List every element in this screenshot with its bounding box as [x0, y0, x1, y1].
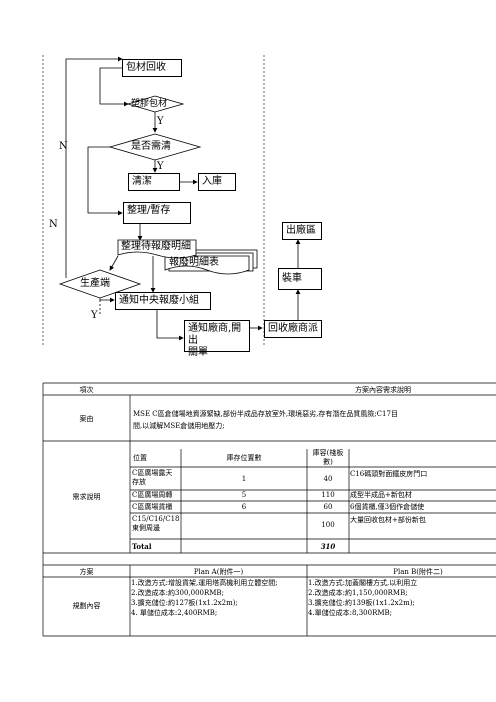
row4-location: C15/C16/C18 東側周邊 [132, 515, 180, 532]
plan-a-line3: 3.擴充儲位:約127板(1x1.2x2m); [131, 599, 238, 607]
node-exit-factory: 出廠區 [282, 222, 322, 240]
col-header-capacity: 庫容(棧板 數) [312, 449, 344, 466]
total-label: Total [132, 542, 152, 551]
node-notify-vendor: 通知廠商,開出 關單 [184, 320, 250, 358]
node-pallet-packaging: 塑膠包材 [131, 99, 168, 109]
row1-capacity: 40 [323, 475, 333, 483]
reason-label: 案由 [79, 415, 94, 423]
plan-b-line1: 1.改造方式:加蓋閣樓方式,以利用立 [308, 579, 418, 587]
row1-positions: 1 [241, 475, 247, 483]
row4-capacity: 100 [321, 521, 335, 529]
node-vendor-recycle: 回收廠商派 [264, 320, 322, 338]
node-clean: 清潔 [128, 173, 180, 191]
table-header-item: 項次 [79, 386, 94, 394]
row3-note: 6個貨櫃,僅3個作倉儲使 [350, 503, 425, 511]
plan-b-title: Plan B(附件二) [393, 568, 443, 576]
row2-capacity: 110 [321, 491, 335, 499]
plan-row-label: 規劃內容 [72, 602, 101, 610]
plan-b-line4: 4.單儲位成本:8,300RMB; [308, 609, 393, 617]
table-header-content: 方案內容需求說明 [355, 386, 411, 394]
plan-header-label: 方案 [79, 568, 94, 576]
reason-text-line1: MSE C區倉儲場地資源緊缺,部份半成品存放室外,環境惡劣,存有潛在品質風險;C… [133, 410, 398, 418]
reason-text-line2: 間,以減解MSE倉儲用地壓力; [133, 422, 225, 430]
plan-b-line2: 2.改造成本:約1,150,000RMB; [308, 589, 408, 597]
node-scrap-detail-list: 整理待報廢明細 [121, 241, 191, 252]
node-packaging-recycle: 包材回收 [122, 59, 182, 77]
node-production-unit: 生產端 [80, 278, 110, 289]
row2-note: 成型半成品+新包材 [350, 491, 412, 499]
plan-a-line4: 4. 單儲位成本:2,400RMB; [131, 609, 218, 617]
row2-location: C區廣場周轉 [132, 491, 173, 499]
label-yes-1: Y [157, 116, 164, 127]
row1-note: C16碼頭對面鐵皮房門口 [350, 470, 428, 478]
label-yes-3: Y [91, 310, 98, 321]
col-header-positions: 庫存位置數 [226, 454, 262, 462]
node-scrap-detail-table: 報廢明細表 [169, 257, 219, 268]
plan-a-line2: 2.改造成本:約300,000RMB; [131, 589, 224, 597]
col-header-location: 位置 [133, 454, 147, 462]
plan-a-title: Plan A(附件一) [193, 568, 244, 576]
label-yes-2: Y [157, 161, 164, 172]
row3-capacity: 60 [323, 503, 333, 511]
row3-positions: 6 [241, 503, 247, 511]
flowchart-connectors [42, 55, 301, 345]
node-is-clean: 是否需清 [131, 141, 171, 152]
total-value: 310 [320, 542, 336, 551]
node-notify-scrap-team: 通知中央報廢小組 [115, 292, 211, 310]
plan-a-line1: 1.改造方式:增設貨架,運用塔高機利用立體空間; [131, 579, 278, 587]
node-warehouse-in: 入庫 [198, 173, 236, 191]
label-no-1: N [59, 141, 68, 152]
node-loading: 裝車 [278, 268, 322, 290]
row4-note: 大量回收包材+部份新包 [350, 516, 426, 524]
row2-positions: 5 [241, 491, 247, 499]
requirement-label: 需求說明 [72, 493, 101, 501]
label-no-2: N [49, 219, 58, 230]
node-sort-store: 整理/暫存 [123, 202, 191, 224]
plan-b-line3: 3.擴充儲位:約139板(1x1.2x2m); [308, 599, 415, 607]
row1-location: C區廣場露天 存放 [132, 469, 173, 486]
row3-location: C區廣場貨櫃 [132, 503, 173, 511]
